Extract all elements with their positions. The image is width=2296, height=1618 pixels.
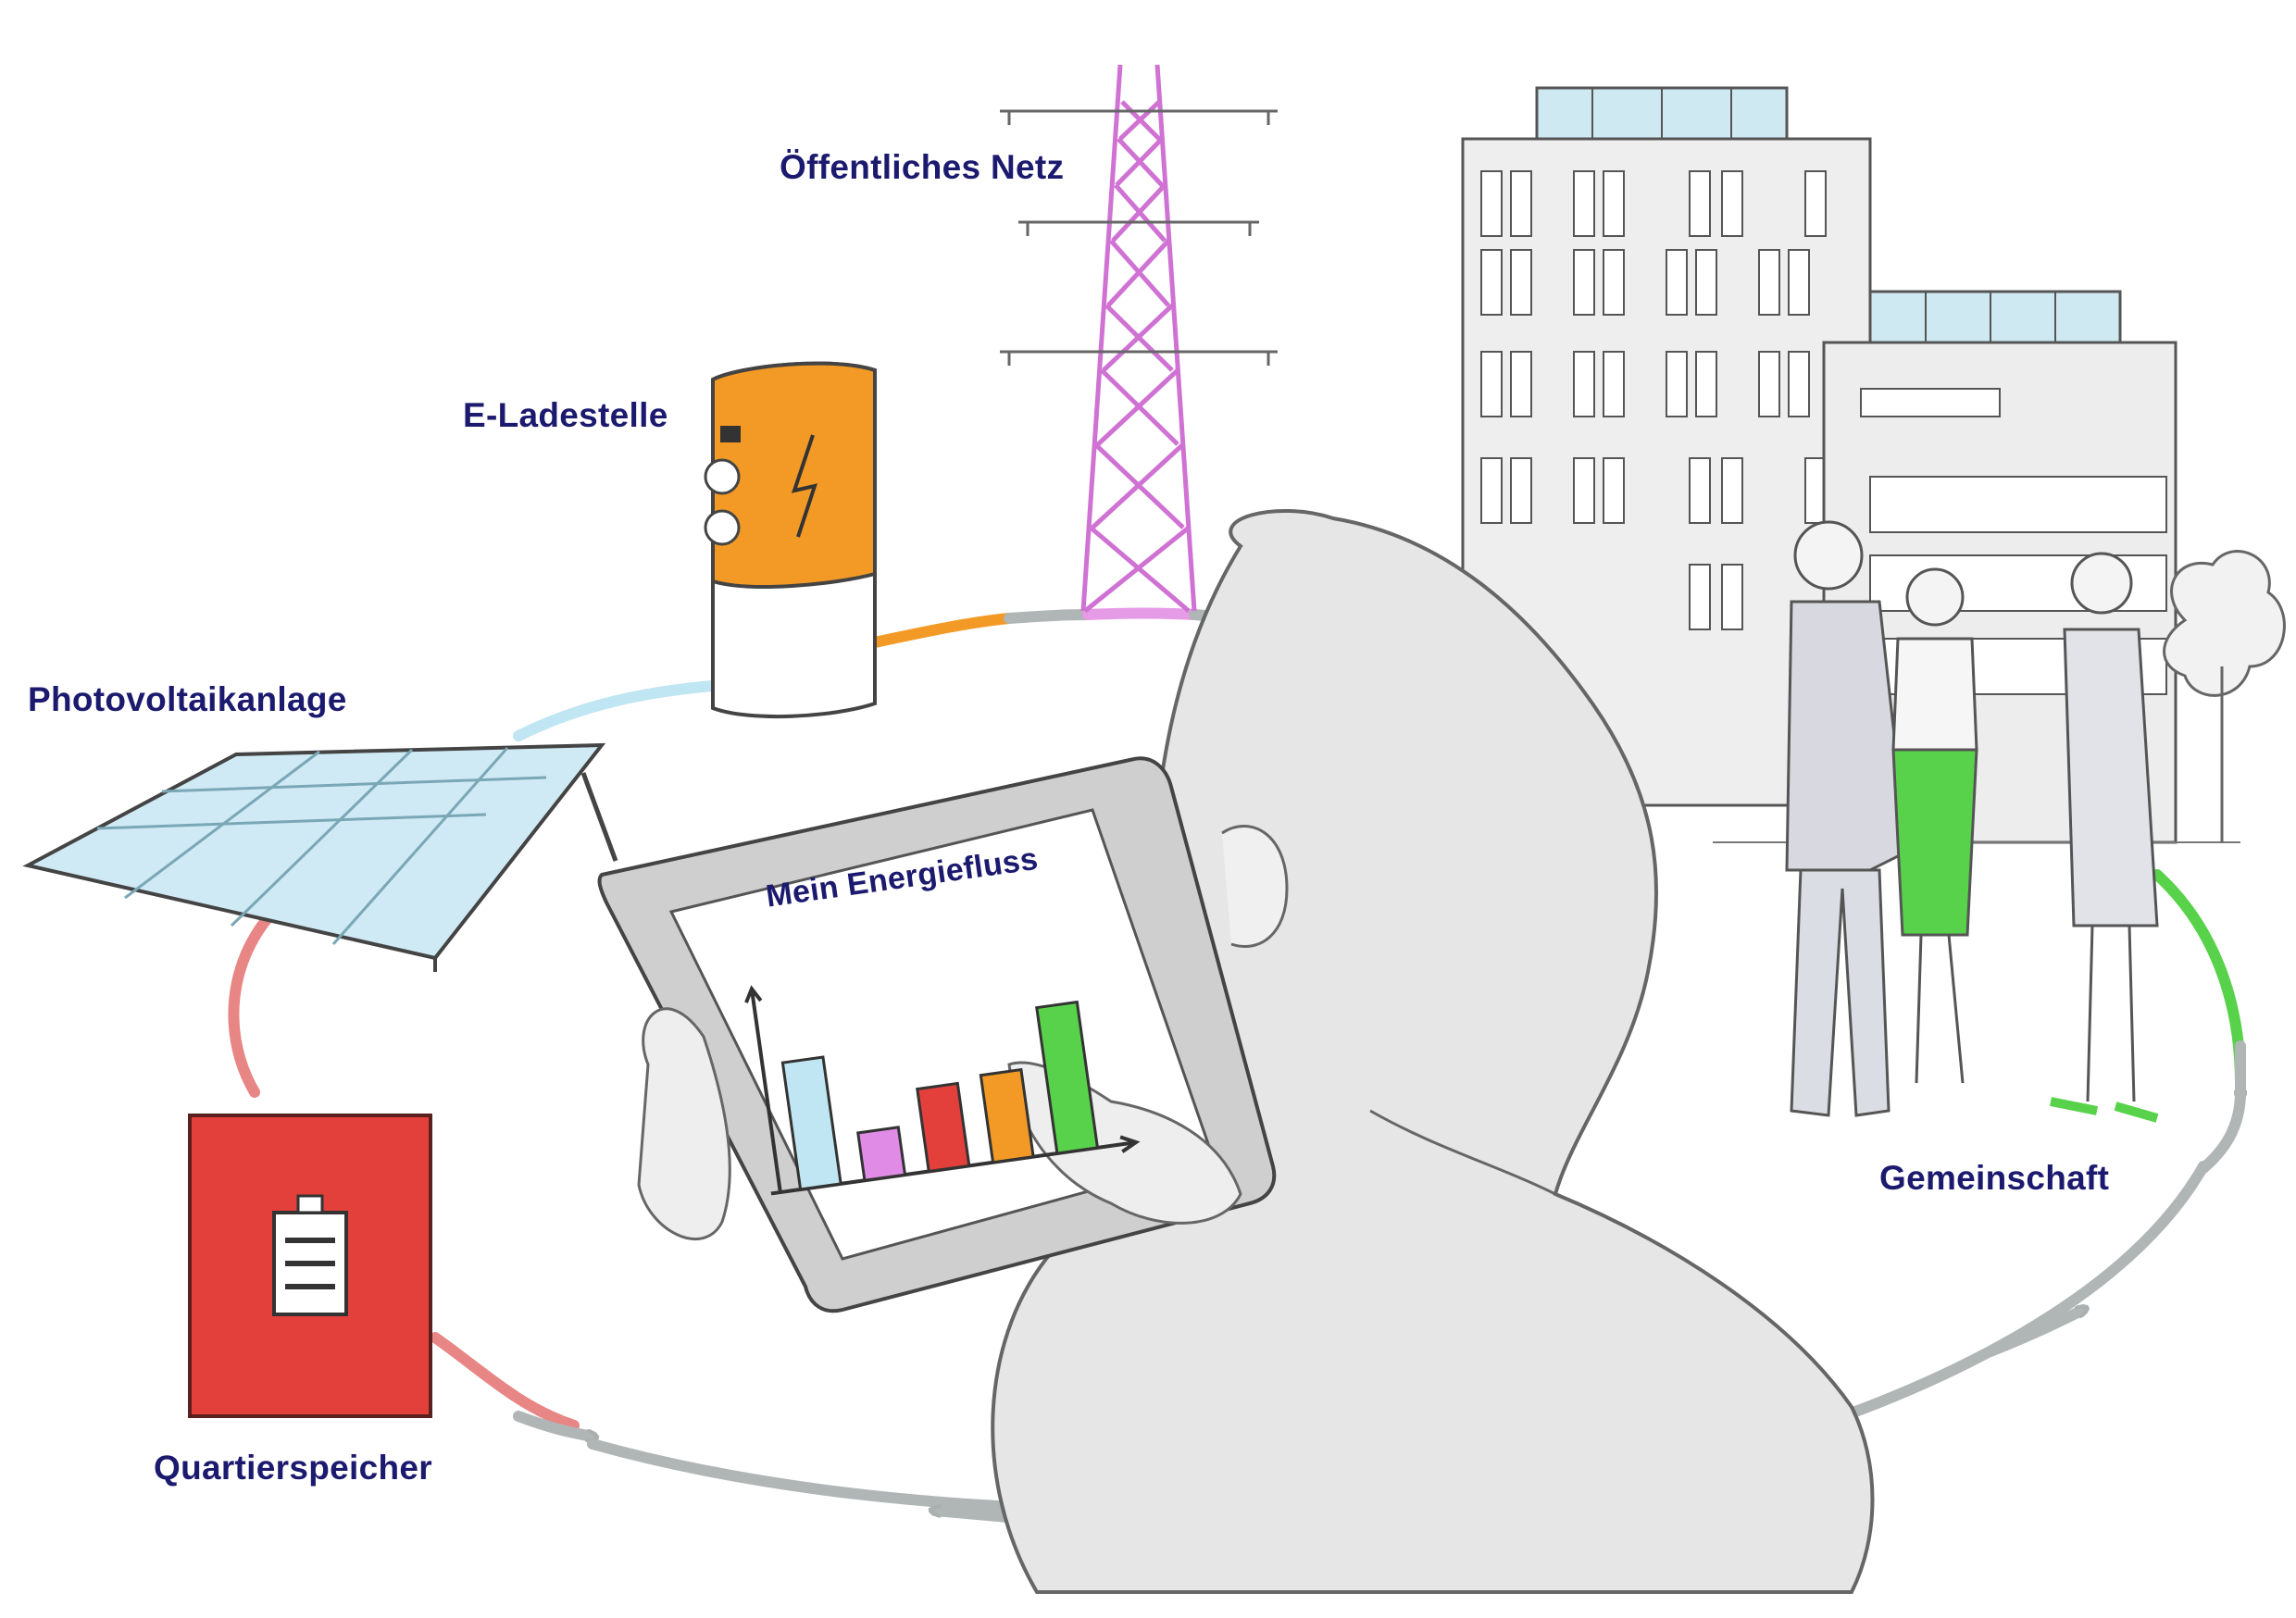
building-windows xyxy=(1480,170,1827,630)
loop-segment-community xyxy=(2152,869,2246,1089)
label-district-storage: Quartierspeicher xyxy=(154,1449,432,1487)
label-community: Gemeinschaft xyxy=(1879,1159,2110,1197)
loop-segment-front-arrow xyxy=(513,1411,593,1437)
loop-segment-storage-to-front xyxy=(430,1332,580,1431)
tree xyxy=(2163,550,2286,842)
loop-segment-charger-grey xyxy=(1004,609,1093,624)
loop-segment-right-grey xyxy=(2198,1087,2246,1174)
chart-bar-2 xyxy=(856,1126,907,1182)
community-people xyxy=(1785,520,2159,1123)
chart-y-axis xyxy=(750,989,782,1193)
label-charging-station: E-Ladestelle xyxy=(463,396,668,434)
chart-bar-4 xyxy=(979,1067,1035,1164)
loop-segment-charger-out xyxy=(865,613,1015,649)
chart-x-axis-arrow xyxy=(1119,1135,1141,1153)
storage-unit xyxy=(188,1114,432,1418)
chart-y-axis-arrow xyxy=(744,985,763,1003)
chart-bars xyxy=(780,1000,1100,1191)
loop-segment-pylon xyxy=(1082,607,1200,620)
label-photovoltaic: Photovoltaikanlage xyxy=(28,680,347,718)
loop-segment-pv-to-charger xyxy=(513,679,728,741)
label-public-grid: Öffentliches Netz xyxy=(780,148,1065,186)
chart-bar-3 xyxy=(916,1081,971,1174)
solar-panel-icon xyxy=(22,742,618,972)
tablet-chart xyxy=(744,985,1141,1196)
chart-bar-1 xyxy=(780,1055,842,1191)
lightning-bolt-icon xyxy=(791,434,817,538)
loop-segment-bottom-arrow-right xyxy=(1985,1304,2083,1357)
man-with-tablet xyxy=(991,508,1875,1594)
ev-charger-icon xyxy=(704,361,877,719)
chart-bar-5 xyxy=(1035,1000,1100,1155)
battery-icon xyxy=(272,1194,348,1316)
power-pylon-icon xyxy=(1000,64,1278,613)
loop-segment-storage-pv xyxy=(228,906,279,1098)
